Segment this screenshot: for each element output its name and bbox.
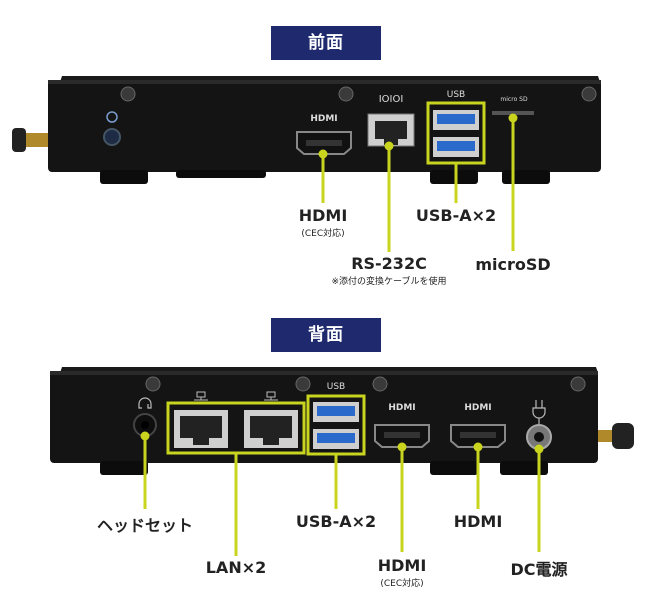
back-antenna [598, 423, 634, 449]
back-usb-label: USB-A×2 [295, 512, 377, 531]
front-feet [100, 170, 550, 184]
back-hdmi2-label: HDMI [453, 512, 503, 531]
front-serial-mark: IOIOI [378, 94, 404, 105]
back-callout-lines [140, 431, 544, 556]
front-antenna [12, 128, 50, 152]
back-screws [145, 376, 586, 392]
back-hdmi2-mark: HDMI [464, 403, 492, 413]
headset-icon [138, 397, 152, 409]
back-hdmi1-mark: HDMI [388, 403, 416, 413]
microsd-slot [492, 111, 534, 115]
back-hdmi-port-2 [450, 424, 506, 448]
front-rs232c-label: RS-232C [351, 254, 427, 273]
lan-ports [166, 391, 306, 455]
back-headset-label: ヘッドセット [96, 516, 193, 535]
front-hdmi-mark: HDMI [310, 114, 338, 124]
front-usb-ports [426, 101, 486, 165]
front-serial-port [367, 113, 415, 147]
front-usb-label: USB-A×2 [415, 206, 497, 225]
back-feet [100, 461, 548, 475]
back-usb-mark: USB [326, 382, 346, 392]
network-icon [194, 391, 278, 401]
back-hdmi1-label: HDMI [377, 556, 427, 575]
power-button[interactable] [103, 111, 121, 146]
back-dc-label: DC電源 [510, 560, 568, 579]
front-microsd-label: microSD [475, 255, 551, 274]
front-title-badge: 前面 [271, 26, 381, 60]
power-icon [106, 111, 118, 123]
front-rs232c-note: ※添付の変換ケーブルを使用 [331, 277, 447, 287]
dc-power-icon [532, 400, 546, 424]
back-hdmi1-note: (CEC対応) [380, 579, 424, 589]
front-usb-mark: USB [446, 90, 466, 100]
back-lan-label: LAN×2 [205, 558, 267, 577]
front-screws [120, 86, 597, 102]
front-hdmi-label: HDMI [298, 206, 348, 225]
front-hdmi-port [296, 131, 352, 155]
front-micro-mark: micro SD [500, 96, 528, 103]
front-hdmi-note: (CEC対応) [301, 229, 345, 239]
front-callout-lines [318, 113, 518, 252]
back-title-badge: 背面 [271, 318, 381, 352]
back-hdmi-port-1 [374, 424, 430, 448]
